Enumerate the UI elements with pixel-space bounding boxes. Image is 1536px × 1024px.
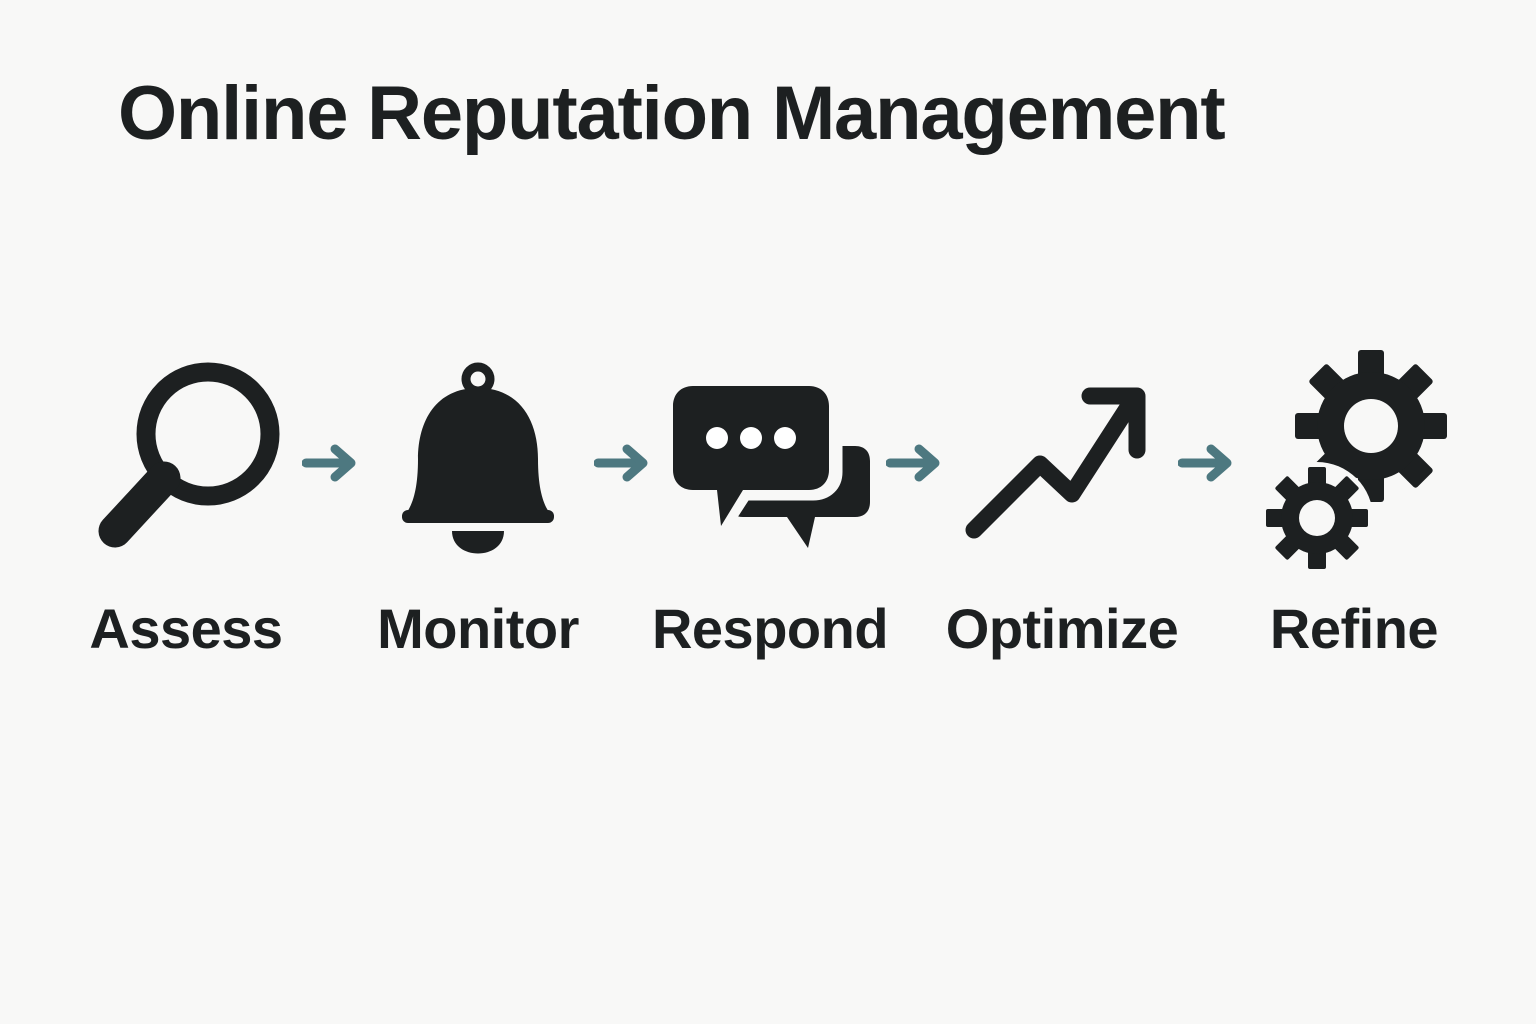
arrow-right-icon — [586, 350, 662, 575]
flow-step-label: Respond — [651, 597, 889, 660]
page-title: Online Reputation Management — [118, 71, 1226, 156]
arrow-right-icon — [878, 350, 954, 575]
magnifier-icon — [80, 350, 292, 575]
process-flow: Assess Monitor — [80, 350, 1460, 690]
flow-step-label: Optimize — [945, 597, 1179, 660]
flow-step-label: Monitor — [377, 597, 579, 660]
gears-icon — [1248, 350, 1460, 575]
trending-up-arrow-icon — [956, 350, 1168, 575]
flow-step-respond[interactable]: Respond — [652, 350, 889, 657]
chat-bubbles-icon — [660, 350, 876, 575]
arrow-right-icon — [294, 350, 370, 575]
flow-step-optimize[interactable]: Optimize — [946, 350, 1179, 657]
flow-step-label: Assess — [89, 597, 283, 660]
arrow-right-icon — [1170, 350, 1246, 575]
flow-step-label: Refine — [1269, 597, 1439, 660]
flow-step-refine[interactable]: Refine — [1248, 350, 1460, 657]
flow-step-monitor[interactable]: Monitor — [372, 350, 584, 657]
bell-icon — [372, 350, 584, 575]
flow-step-assess[interactable]: Assess — [80, 350, 292, 657]
